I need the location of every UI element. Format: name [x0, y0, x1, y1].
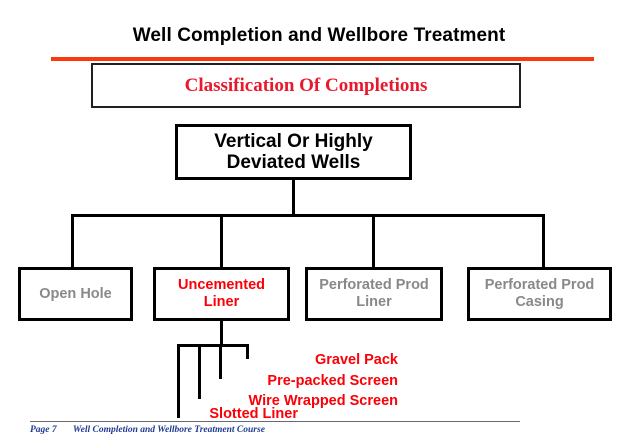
connector-leaf-drop-slotted-liner	[177, 344, 180, 418]
tree-node-perforated-prod-casing-line1: Perforated Prod	[484, 277, 595, 294]
connector-drop-node-1	[71, 214, 74, 270]
leaf-label-pre-packed-screen: Pre-packed Screen	[267, 373, 398, 389]
connector-subtree-stem	[220, 321, 223, 347]
tree-node-open-hole: Open Hole	[18, 267, 133, 321]
tree-node-perforated-prod-liner: Perforated Prod Liner	[305, 267, 443, 321]
title-accent-rule	[51, 57, 594, 61]
footer-divider	[30, 421, 520, 422]
tree-node-uncemented-liner-line1: Uncemented	[177, 277, 266, 294]
page-title: Well Completion and Wellbore Treatment	[132, 25, 506, 46]
connector-leaf-drop-wire-wrapped-screen	[198, 344, 201, 399]
tree-node-uncemented-liner-line2: Liner	[203, 294, 240, 310]
classification-banner-label: Classification Of Completions	[184, 74, 428, 96]
tree-node-uncemented-liner: Uncemented Liner	[153, 267, 290, 321]
footer-course-title: Well Completion and Wellbore Treatment C…	[72, 425, 265, 435]
connector-subtree-bar	[177, 344, 249, 347]
tree-node-perforated-prod-liner-line2: Liner	[356, 294, 392, 310]
tree-root-node-line2: Deviated Wells	[226, 152, 361, 173]
leaf-label-gravel-pack: Gravel Pack	[314, 352, 398, 368]
connector-root-stem	[292, 180, 295, 217]
connector-leaf-drop-gravel-pack	[246, 344, 249, 359]
connector-drop-node-4	[542, 214, 545, 270]
tree-root-node: Vertical Or Highly Deviated Wells	[175, 124, 412, 180]
leaf-label-wire-wrapped-screen: Wire Wrapped Screen	[248, 393, 398, 409]
classification-banner: Classification Of Completions	[91, 63, 521, 108]
tree-node-perforated-prod-casing: Perforated Prod Casing	[467, 267, 612, 321]
connector-drop-node-3	[372, 214, 375, 270]
connector-drop-node-2	[220, 214, 223, 270]
footer-page-number: Page 7	[30, 425, 57, 435]
tree-root-node-line1: Vertical Or Highly	[214, 130, 373, 152]
footer: Page 7 Well Completion and Wellbore Trea…	[30, 425, 265, 435]
tree-node-open-hole-line1: Open Hole	[39, 285, 112, 302]
tree-node-perforated-prod-liner-line1: Perforated Prod	[319, 277, 429, 294]
connector-distribution-bar	[71, 214, 545, 217]
leaf-label-slotted-liner: Slotted Liner	[209, 406, 298, 422]
connector-leaf-drop-pre-packed-screen	[219, 344, 222, 379]
tree-node-perforated-prod-casing-line2: Casing	[515, 294, 564, 310]
